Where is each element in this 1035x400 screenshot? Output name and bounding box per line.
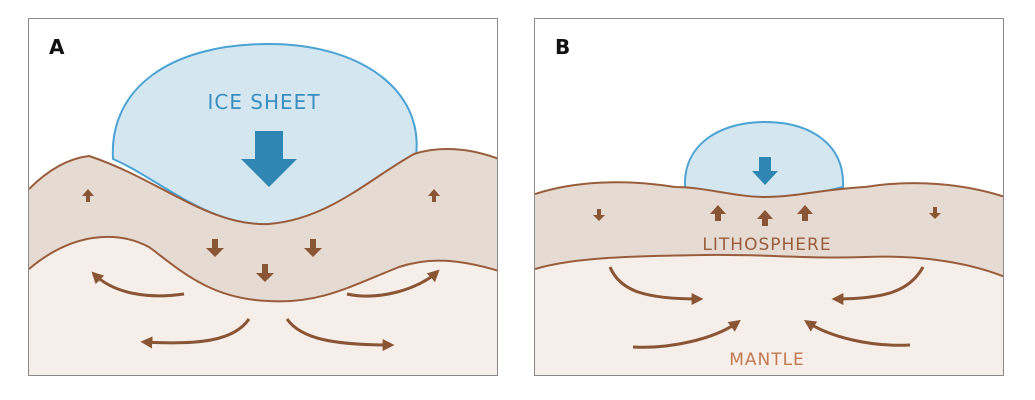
crust-down-arrow-3 [256, 264, 274, 282]
crust-up-arrow-3 [797, 205, 813, 221]
mantle-flow-arrow-3 [140, 318, 251, 349]
panel-a-letter: A [49, 35, 65, 59]
crust-up-arrow-right [428, 189, 440, 202]
lithosphere-top-boundary [535, 181, 1003, 199]
mantle-flow-arrow-1 [91, 271, 185, 298]
crust-down-arrow-1 [206, 239, 224, 257]
crust-down-arrow-2 [304, 239, 322, 257]
mantle-flow-arrow-1 [608, 266, 704, 305]
lithosphere-bottom-boundary [535, 253, 1003, 278]
ice-load-arrow [752, 157, 778, 185]
crust-up-arrow-left [82, 189, 94, 202]
crust-up-arrow-2 [757, 210, 773, 226]
mantle-label: MANTLE [729, 350, 805, 370]
mantle-flow-arrow-4 [803, 320, 911, 347]
mantle-flow-arrow-4 [285, 318, 395, 351]
mantle-flow-arrow-3 [632, 319, 741, 349]
crust-up-arrow-1 [710, 205, 726, 221]
mantle-flow-arrow-2 [346, 269, 440, 298]
panel-a-diagram: ICE SHEET [29, 19, 497, 375]
lithosphere-bottom-boundary [29, 235, 497, 303]
panel-b-letter: B [555, 35, 571, 59]
sky-region [535, 19, 1003, 197]
lithosphere-layer [535, 182, 1003, 277]
crust-down-arrow-left [593, 209, 605, 221]
mantle-flow-arrow-2 [831, 266, 925, 305]
ice-load-arrow [241, 131, 297, 187]
lithosphere-label: LITHOSPHERE [702, 235, 831, 255]
lithosphere-top-boundary [29, 148, 497, 226]
crust-down-arrow-right [929, 207, 941, 219]
panel-b: LITHOSPHERE MANTLE B [534, 18, 1004, 376]
ice-sheet-label: ICE SHEET [207, 90, 320, 114]
panel-b-diagram: LITHOSPHERE MANTLE [535, 19, 1003, 375]
panel-a: ICE SHEET A [28, 18, 498, 376]
lithosphere-layer [29, 149, 497, 302]
